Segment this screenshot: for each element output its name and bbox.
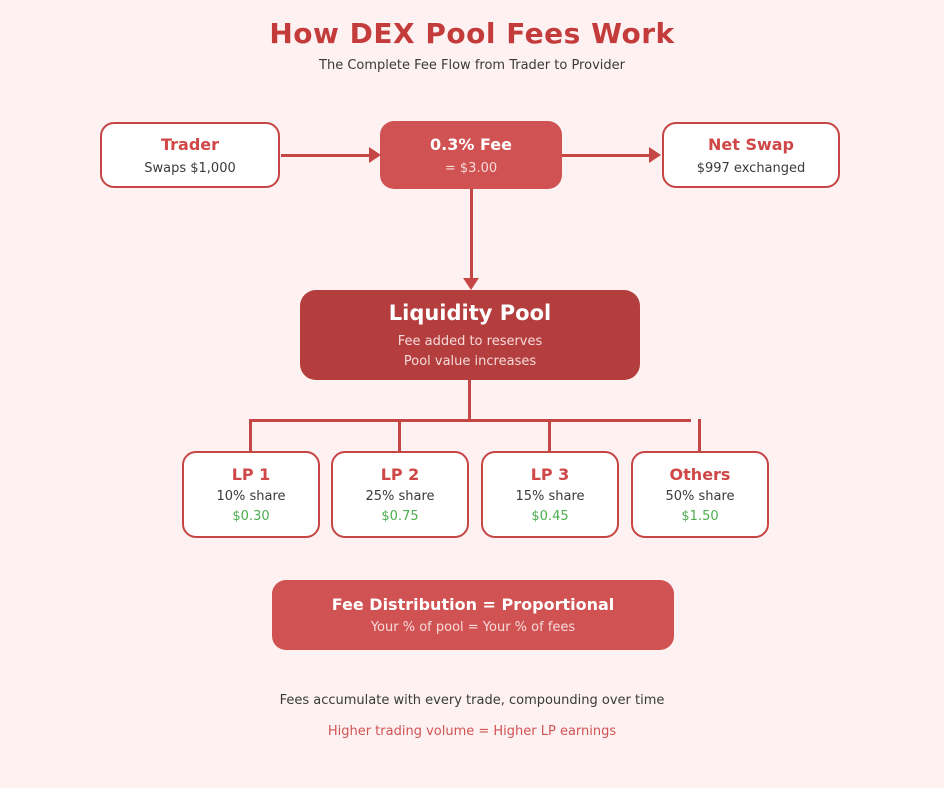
trader-node: Trader Swaps $1,000 (100, 122, 280, 188)
distribution-subtitle: Your % of pool = Your % of fees (370, 620, 576, 635)
pool-title: Liquidity Pool (388, 301, 552, 325)
connector-pool-branch (468, 380, 471, 422)
fee-node: 0.3% Fee = $3.00 (380, 121, 562, 189)
lp1-share: 10% share (216, 489, 286, 504)
distribution-title: Fee Distribution = Proportional (331, 595, 615, 614)
branch-drop-others (698, 419, 701, 452)
connector-fee-pool (470, 189, 473, 279)
lp2-share: 25% share (365, 489, 435, 504)
lp2-amount: $0.75 (381, 509, 419, 524)
page-subtitle: The Complete Fee Flow from Trader to Pro… (319, 58, 625, 73)
branch-drop-lp3 (548, 419, 551, 452)
connector-trader-fee (281, 154, 371, 157)
net-swap-title: Net Swap (707, 134, 794, 154)
trader-subtitle: Swaps $1,000 (144, 160, 236, 176)
footer-note: Fees accumulate with every trade, compou… (279, 693, 665, 708)
arrowhead-trader-fee-icon (369, 147, 381, 163)
others-title: Others (669, 465, 731, 484)
others-amount: $1.50 (681, 509, 719, 524)
lp3-node: LP 3 15% share $0.45 (481, 451, 619, 538)
liquidity-pool-node: Liquidity Pool Fee added to reserves Poo… (300, 290, 640, 380)
branch-drop-lp1 (249, 419, 252, 452)
fee-title: 0.3% Fee (430, 134, 512, 154)
footer-highlight: Higher trading volume = Higher LP earnin… (327, 724, 617, 739)
page-title: How DEX Pool Fees Work (269, 17, 675, 50)
others-node: Others 50% share $1.50 (631, 451, 769, 538)
lp1-node: LP 1 10% share $0.30 (182, 451, 320, 538)
fee-distribution-banner: Fee Distribution = Proportional Your % o… (272, 580, 674, 650)
net-swap-node: Net Swap $997 exchanged (662, 122, 840, 188)
trader-title: Trader (160, 134, 220, 154)
lp2-title: LP 2 (380, 465, 420, 484)
branch-horizontal-line (249, 419, 691, 422)
branch-drop-lp2 (398, 419, 401, 452)
lp3-amount: $0.45 (531, 509, 569, 524)
arrowhead-fee-netswap-icon (649, 147, 661, 163)
lp2-node: LP 2 25% share $0.75 (331, 451, 469, 538)
lp3-title: LP 3 (530, 465, 570, 484)
lp3-share: 15% share (515, 489, 585, 504)
pool-line2: Pool value increases (403, 354, 537, 369)
arrowhead-fee-pool-icon (463, 278, 479, 290)
net-swap-subtitle: $997 exchanged (696, 160, 806, 176)
others-share: 50% share (665, 489, 735, 504)
lp1-amount: $0.30 (232, 509, 270, 524)
connector-fee-netswap (562, 154, 650, 157)
pool-line1: Fee added to reserves (397, 334, 543, 349)
lp1-title: LP 1 (231, 465, 271, 484)
fee-subtitle: = $3.00 (444, 160, 498, 176)
